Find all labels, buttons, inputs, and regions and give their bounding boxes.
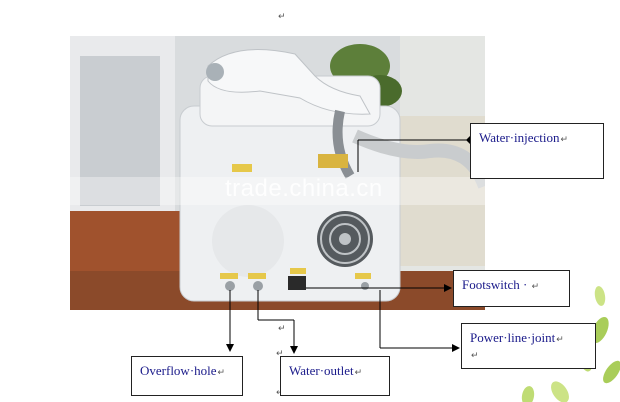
return-mark-1: ↵ — [278, 324, 286, 334]
return-mark: ↵ — [531, 281, 540, 291]
return-mark: ↵ — [560, 134, 569, 144]
return-mark-3: ↵ — [276, 388, 284, 398]
return-mark: ↵ — [556, 334, 564, 344]
label-water-outlet-text: Water·outlet — [289, 363, 354, 378]
label-overflow-hole-text: Overflow·hole — [140, 363, 217, 378]
label-water-outlet: Water·outlet↵ — [280, 356, 390, 396]
watermark-band — [70, 177, 610, 205]
return-mark-2: ↵ — [276, 349, 284, 359]
return-mark: ↵ — [471, 350, 479, 360]
return-mark: ↵ — [354, 367, 363, 377]
label-overflow-hole: Overflow·hole↵ — [131, 356, 243, 396]
label-water-injection-text: Water·injection — [479, 130, 560, 145]
device-photo — [70, 36, 485, 310]
return-mark: ↵ — [217, 367, 226, 377]
label-power-line-joint-text: Power·line·joint — [470, 330, 556, 345]
top-return-mark: ↵ — [278, 12, 286, 22]
label-footswitch: Footswitch · ↵ — [453, 270, 570, 307]
label-water-injection: Water·injection↵ — [470, 123, 604, 179]
label-power-line-joint: Power·line·joint↵ ↵ — [461, 323, 596, 369]
device-illustration — [70, 36, 485, 310]
watermark-text: trade.china.cn — [225, 175, 383, 202]
fan-icon — [317, 211, 373, 267]
label-footswitch-text: Footswitch · — [462, 277, 528, 292]
speaker-grille — [212, 205, 284, 277]
